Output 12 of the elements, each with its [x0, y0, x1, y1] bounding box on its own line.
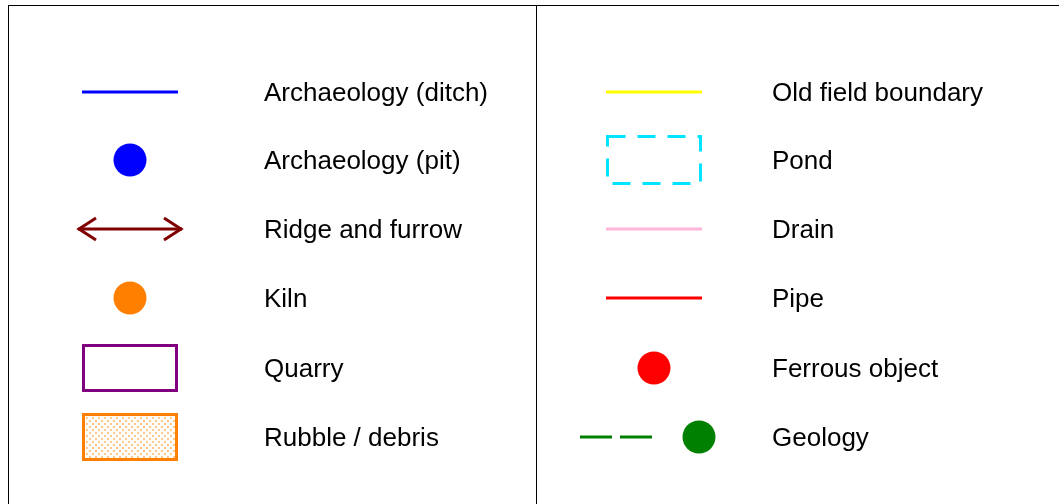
legend-label: Geology: [772, 422, 869, 452]
legend-label: Rubble / debris: [264, 422, 439, 452]
legend-label: Archaeology (pit): [264, 145, 461, 175]
legend-label: Kiln: [264, 283, 308, 313]
legend-label: Pipe: [772, 283, 825, 313]
legend-label: Quarry: [264, 353, 344, 383]
legend-label: Ferrous object: [772, 353, 939, 383]
legend-label: Ridge and furrow: [264, 214, 462, 244]
legend-label: Old field boundary: [772, 77, 984, 107]
legend-label: Pond: [772, 145, 833, 175]
legend-label: Archaeology (ditch): [264, 77, 488, 107]
legend-label: Drain: [772, 214, 835, 244]
